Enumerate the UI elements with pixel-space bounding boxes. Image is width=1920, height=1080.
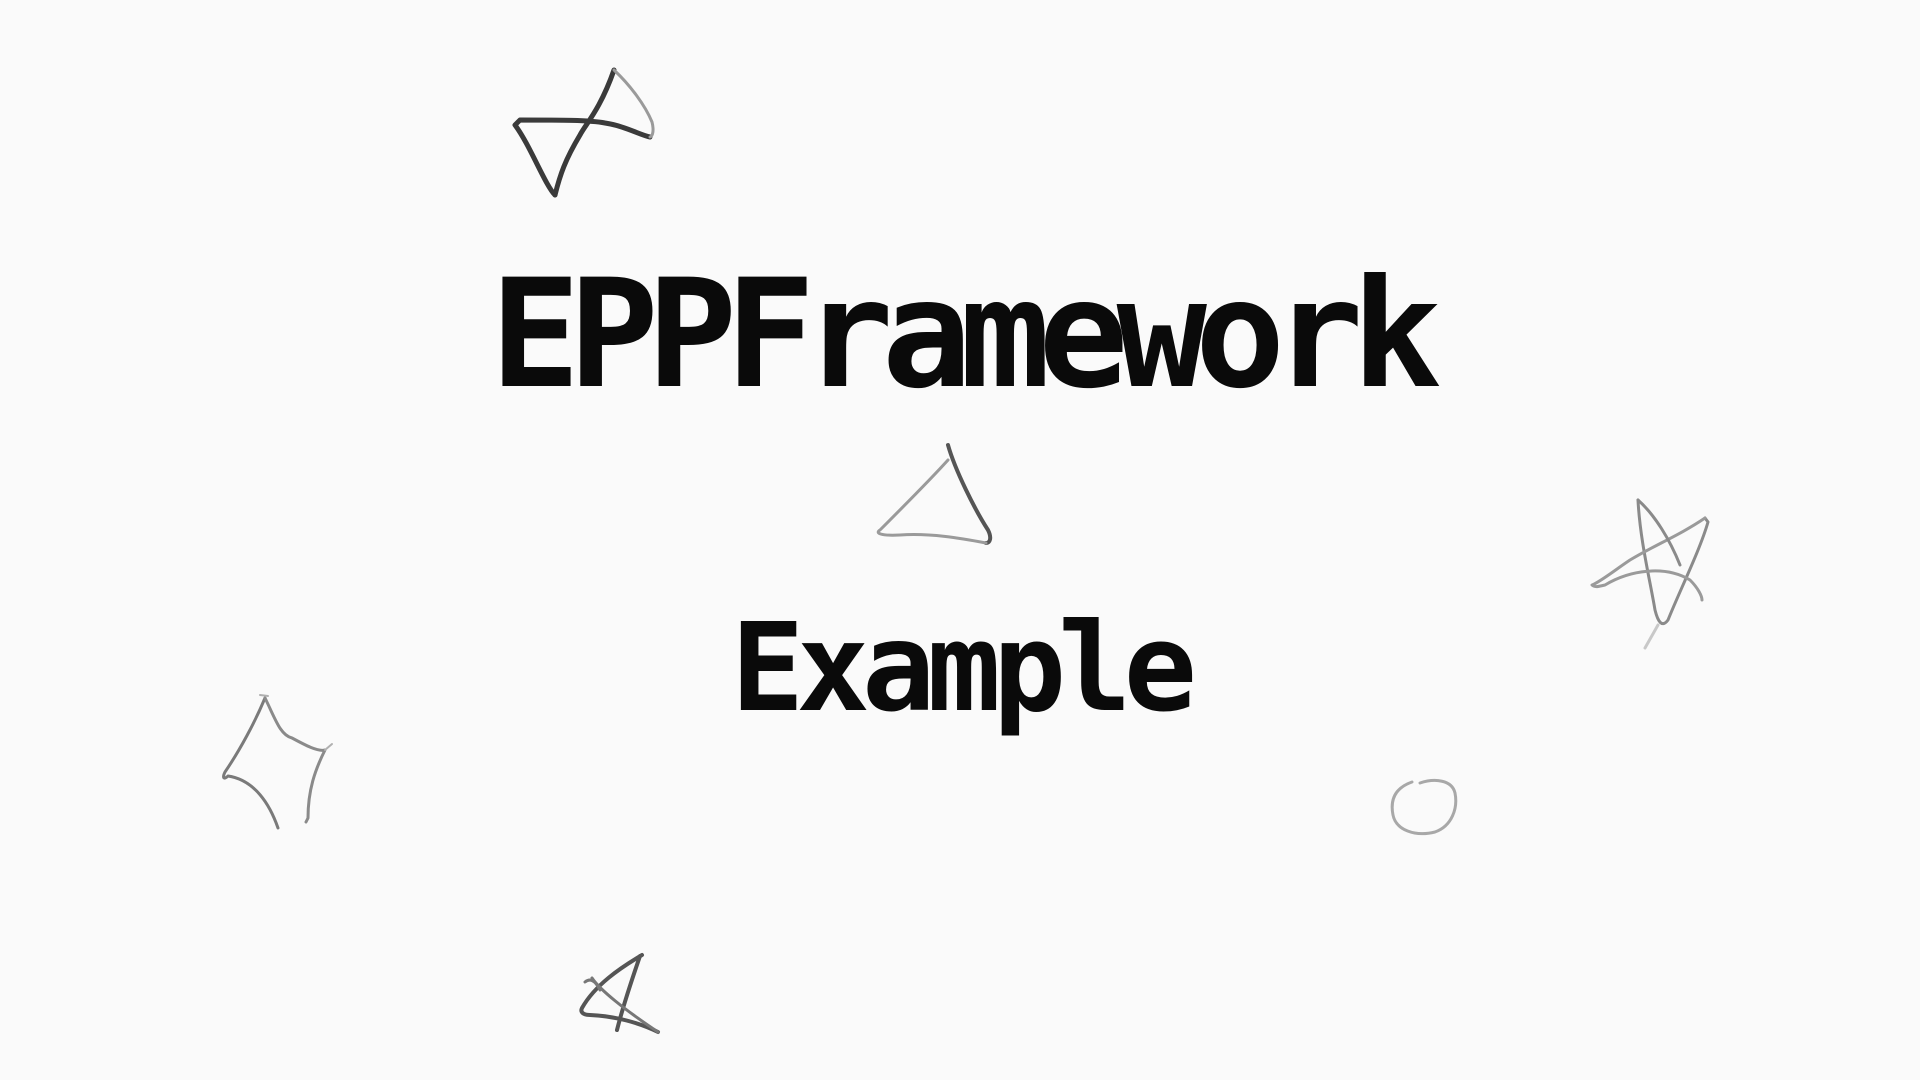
circle-doodle-icon: [1390, 779, 1458, 836]
sparkle-doodle-icon: [222, 694, 333, 830]
triangle-doodle-icon: [876, 443, 993, 545]
small-star-doodle-icon: [579, 953, 660, 1034]
star-doodle-icon: [1590, 498, 1710, 650]
page-subtitle: Example: [730, 597, 1197, 739]
hourglass-doodle-icon: [512, 67, 655, 198]
page-title: EPPFramework: [490, 248, 1442, 422]
